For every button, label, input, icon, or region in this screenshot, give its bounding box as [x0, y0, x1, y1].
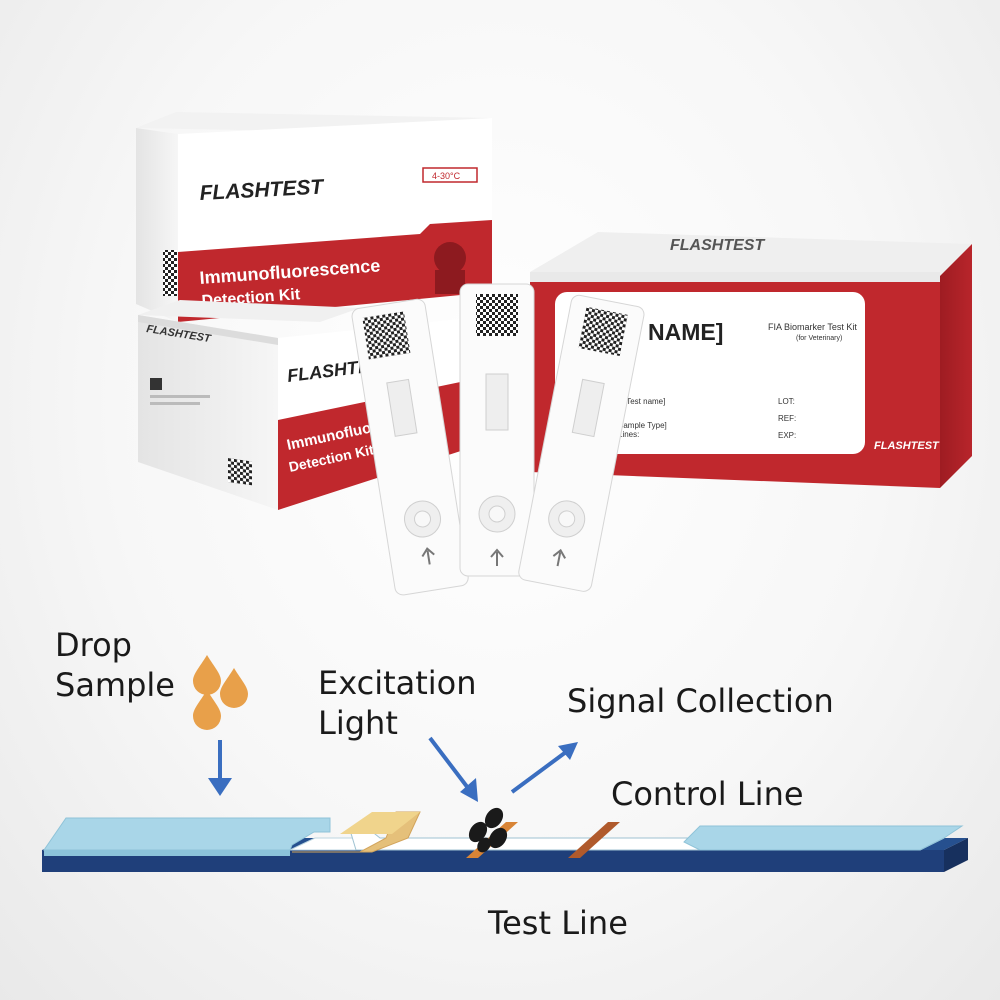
right-box-field-sample: Sample Type] [618, 421, 667, 430]
right-box-lot: LOT: [778, 397, 795, 406]
right-box-subtitle: FIA Biomarker Test Kit [768, 322, 857, 332]
right-box-brand: FLASHTEST [874, 440, 940, 452]
control-line-label: Control Line [611, 775, 804, 813]
signal-arrow-icon [510, 742, 578, 794]
right-box-ref: REF: [778, 414, 796, 423]
right-box-subtitle2: (for Veterinary) [796, 335, 842, 342]
test-cassette-left [351, 298, 469, 596]
right-box-field-test: [Test name] [624, 397, 665, 406]
right-box-field-lines: Lines: [618, 430, 639, 439]
sample-drops-icon [193, 655, 248, 730]
back-box-temperature: 4-30°C [432, 171, 461, 181]
lateral-flow-strip [42, 811, 968, 872]
test-cassette-right [518, 294, 645, 592]
drop-label-line2: Sample [55, 666, 175, 704]
fluorescent-particles-icon [468, 807, 508, 853]
drop-arrow-icon [208, 740, 232, 796]
right-box-name: NAME] [648, 319, 723, 345]
kit-box-back [136, 112, 492, 322]
right-box-exp: EXP: [778, 431, 796, 440]
right-box-top-brand: FLASHTEST [670, 237, 765, 254]
drop-label-line1: Drop [55, 626, 132, 664]
signal-collection-label: Signal Collection [567, 682, 834, 720]
excitation-label-line2: Light [318, 704, 398, 742]
excitation-label-line1: Excitation [318, 664, 477, 702]
test-line-label: Test Line [488, 904, 628, 942]
test-cassette-middle [459, 283, 535, 577]
excitation-arrow-icon [428, 736, 478, 802]
